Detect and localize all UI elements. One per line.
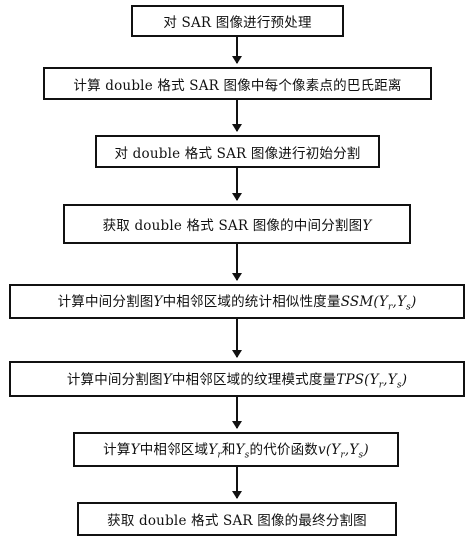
arrow-3	[232, 168, 242, 201]
step-preprocess: 对 SAR 图像进行预处理	[131, 5, 344, 37]
step-ssm: 计算中间分割图Y 中相邻区域的统计相似性度量 SSM(Yr,Ys)	[9, 284, 465, 319]
step-bhattacharyya-label: 计算 double 格式 SAR 图像中每个像素点的巴氏距离	[73, 77, 402, 94]
step-final-segmentation: 获取 double 格式 SAR 图像的最终分割图	[77, 502, 397, 536]
step-preprocess-label: 对 SAR 图像进行预处理	[163, 15, 312, 31]
arrow-6	[232, 397, 242, 429]
step-cost-function-label: 计算Y 中相邻区域 Yr 和 Ys 的代价函数 v(Yr,Ys)	[103, 442, 369, 461]
arrow-1	[232, 37, 242, 64]
step-initial-segmentation: 对 double 格式 SAR 图像进行初始分割	[95, 135, 380, 168]
step-intermediate-map: 获取 double 格式 SAR 图像的中间分割图Y	[63, 204, 411, 244]
step-tps: 计算中间分割图Y 中相邻区域的纹理模式度量 TPS(Yr,Ys)	[9, 361, 465, 397]
arrow-7	[232, 467, 242, 499]
step-initial-segmentation-label: 对 double 格式 SAR 图像进行初始分割	[114, 145, 361, 162]
step-final-segmentation-label: 获取 double 格式 SAR 图像的最终分割图	[107, 513, 367, 529]
step-cost-function: 计算Y 中相邻区域 Yr 和 Ys 的代价函数 v(Yr,Ys)	[73, 432, 399, 467]
arrow-5	[232, 319, 242, 358]
arrow-2	[232, 100, 242, 132]
arrow-4	[232, 244, 242, 281]
step-intermediate-map-label: 获取 double 格式 SAR 图像的中间分割图Y	[102, 218, 372, 234]
step-bhattacharyya: 计算 double 格式 SAR 图像中每个像素点的巴氏距离	[43, 67, 432, 100]
step-ssm-label: 计算中间分割图Y 中相邻区域的统计相似性度量 SSM(Yr,Ys)	[57, 294, 417, 313]
step-tps-label: 计算中间分割图Y 中相邻区域的纹理模式度量 TPS(Yr,Ys)	[66, 371, 408, 391]
